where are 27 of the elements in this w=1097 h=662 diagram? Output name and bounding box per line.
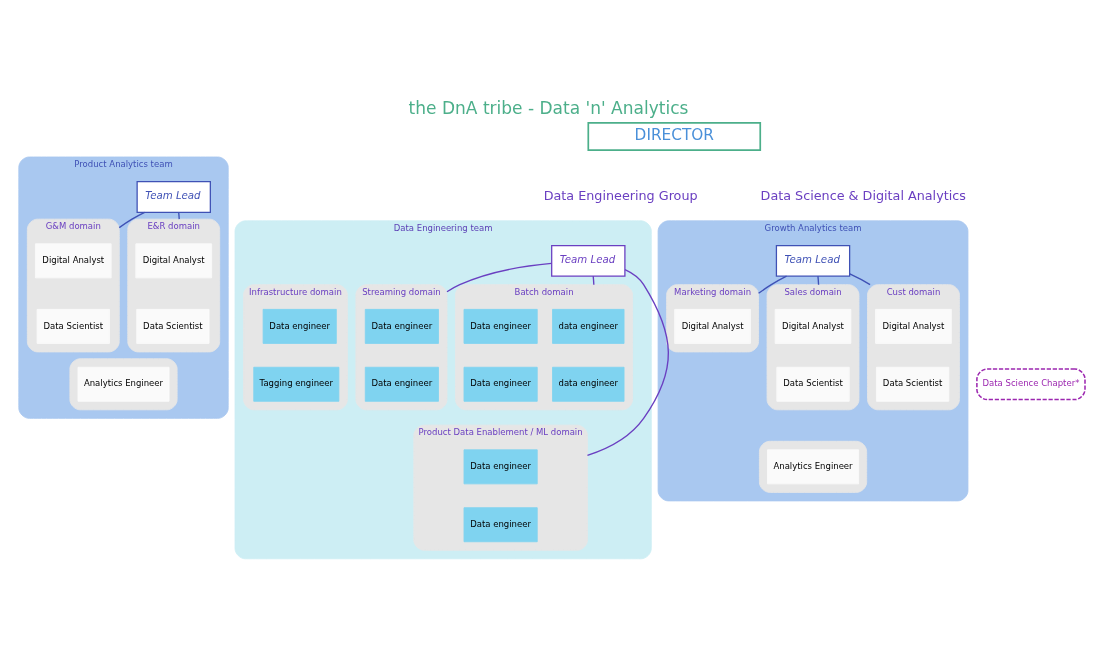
node-box: Data engineer [262, 308, 337, 344]
node-box: Data Science Chapter* [976, 367, 1086, 400]
node-box: Data engineer [364, 308, 439, 344]
connector [118, 211, 146, 228]
node-box: Data engineer [463, 506, 538, 542]
connector [586, 268, 669, 456]
node-box: data engineer [552, 366, 625, 402]
node-box: Team Lead [551, 244, 626, 277]
label: Data Engineering Group [543, 187, 698, 203]
node-box: Data engineer [463, 366, 538, 402]
node-box: Tagging engineer [253, 366, 340, 402]
cluster [69, 357, 178, 410]
node-box: data engineer [552, 308, 625, 344]
connector [849, 272, 871, 285]
connector [446, 262, 553, 292]
node-box: DIRECTOR [587, 121, 762, 151]
diagram-title: the DnA tribe - Data 'n' Analytics [408, 97, 689, 118]
node-box: Data engineer [463, 308, 538, 344]
node-box: Team Lead [775, 244, 851, 277]
label: Data Science & Digital Analytics [760, 187, 966, 203]
cluster [758, 440, 868, 493]
node-box: Team Lead [136, 180, 211, 213]
node-box: Data engineer [364, 366, 439, 402]
node-box: Data engineer [463, 448, 538, 484]
connector [817, 275, 820, 285]
connector [178, 211, 180, 220]
connector [757, 275, 788, 294]
